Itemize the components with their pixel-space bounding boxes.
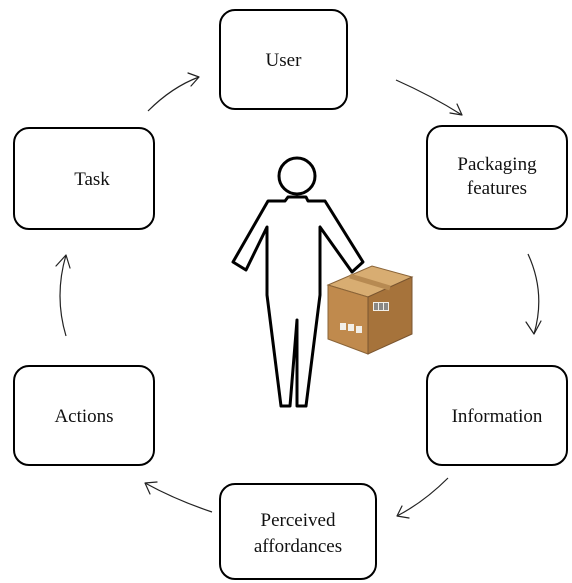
node-perceived-label-line1: Perceived: [261, 510, 336, 531]
node-information-label: Information: [452, 406, 543, 427]
node-task-label: Task: [74, 169, 110, 190]
node-actions-label: Actions: [54, 406, 113, 427]
arrow-information-to-perceived: [396, 477, 449, 519]
node-actions: Actions: [13, 365, 155, 466]
node-information: Information: [426, 365, 568, 466]
node-user-label: User: [266, 50, 303, 71]
arrow-actions-to-task: [55, 254, 71, 337]
arrow-packaging-to-information: [525, 253, 542, 335]
node-packaging-label-line2: features: [467, 178, 527, 199]
arrow-perceived-to-actions: [144, 481, 213, 513]
node-task: Task: [13, 127, 155, 230]
cardboard-box-icon: [326, 265, 414, 355]
node-packaging-features: Packaging features: [426, 125, 568, 230]
arrow-user-to-packaging: [395, 79, 463, 116]
arrow-task-to-user: [147, 72, 200, 112]
node-packaging-label-line1: Packaging: [457, 154, 537, 175]
node-perceived-label-line2: affordances: [254, 536, 342, 557]
person-outline-icon: [231, 156, 365, 408]
node-perceived-affordances: Perceived affordances: [219, 483, 377, 580]
node-user: User: [219, 9, 348, 110]
